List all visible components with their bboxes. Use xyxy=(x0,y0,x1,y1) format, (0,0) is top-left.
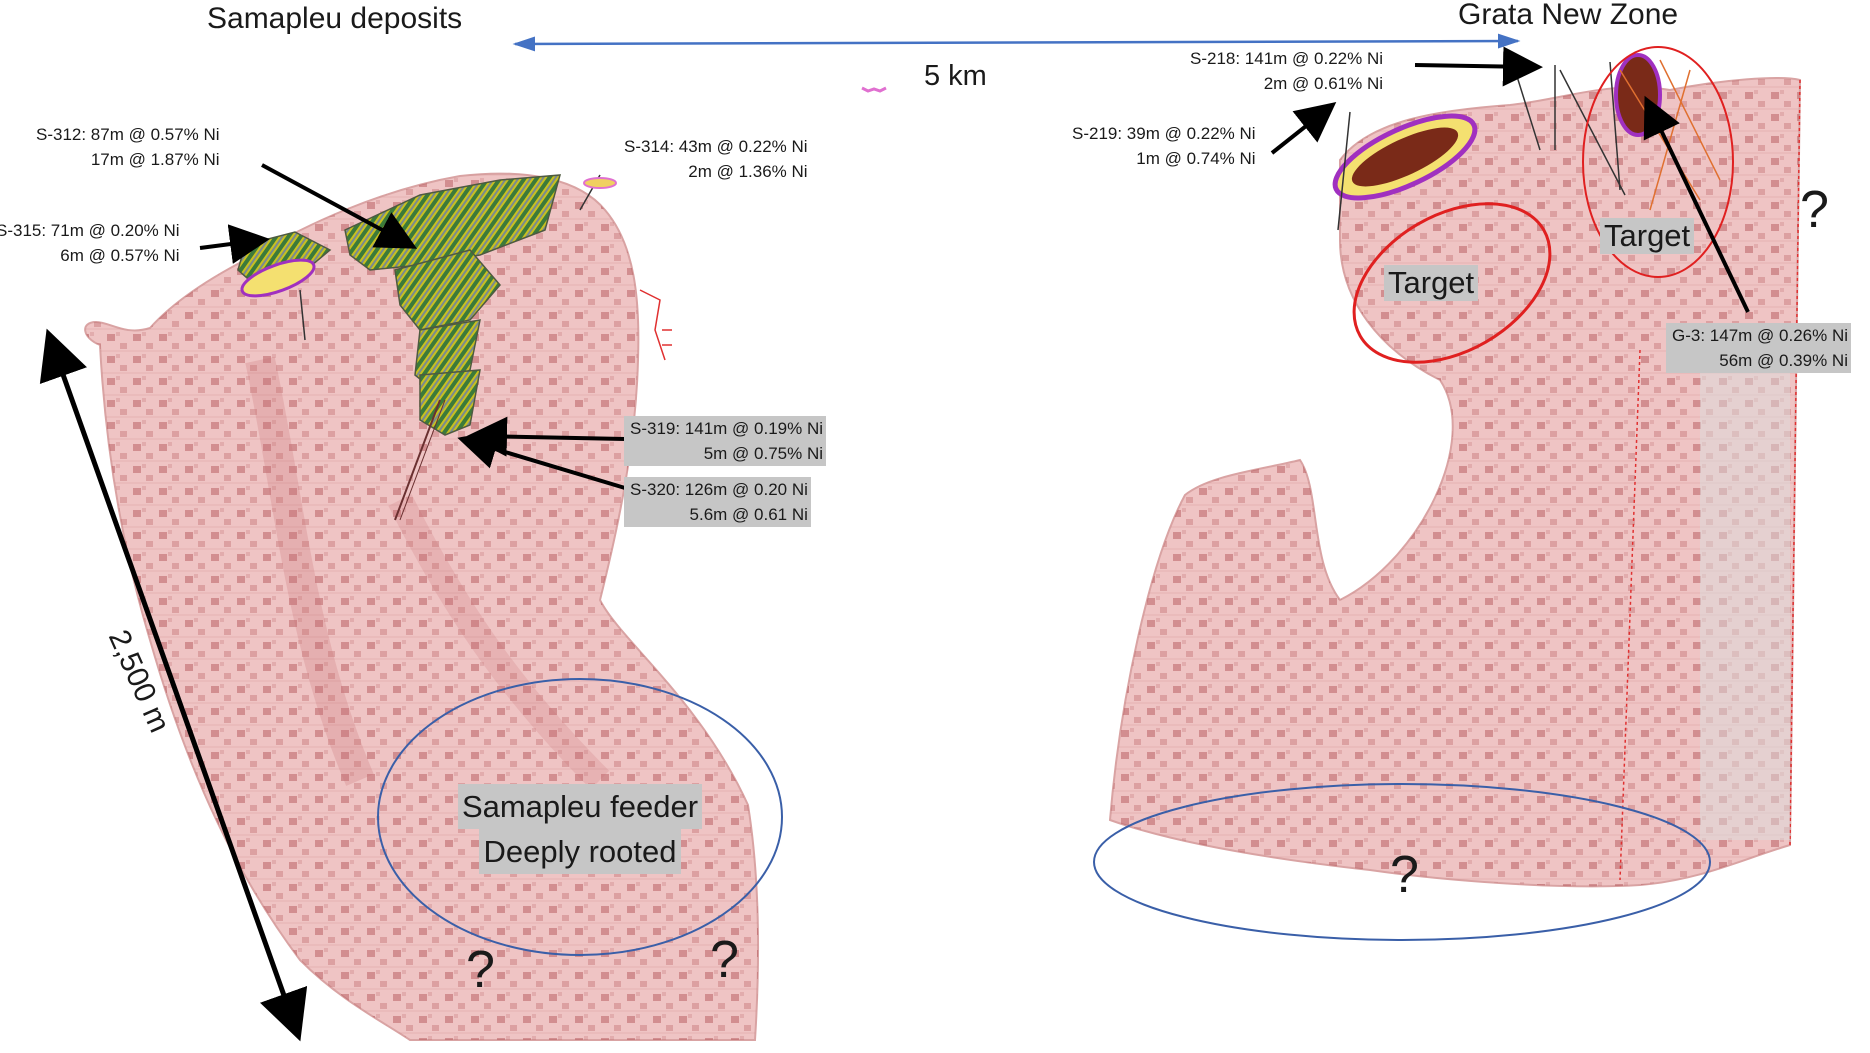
label-s320: S-320: 126m @ 0.20 Ni 5.6m @ 0.61 Ni xyxy=(624,477,811,527)
label-s315-line1: S-315: 71m @ 0.20% Ni xyxy=(0,218,180,243)
label-s315: S-315: 71m @ 0.20% Ni 6m @ 0.57% Ni xyxy=(0,218,180,268)
target-label-1: Target xyxy=(1384,265,1478,301)
label-s314-line1: S-314: 43m @ 0.22% Ni xyxy=(624,134,808,159)
title-grata: Grata New Zone xyxy=(1458,0,1678,32)
scale-label-horizontal: 5 km xyxy=(924,60,987,93)
feeder-label-line1: Samapleu feeder xyxy=(458,784,702,829)
label-g3-line2: 56m @ 0.39% Ni xyxy=(1666,348,1851,373)
label-s218: S-218: 141m @ 0.22% Ni 2m @ 0.61% Ni xyxy=(1190,46,1383,96)
label-s219: S-219: 39m @ 0.22% Ni 1m @ 0.74% Ni xyxy=(1072,121,1256,171)
scale-arrow-decor xyxy=(862,88,886,91)
label-s319-line2: 5m @ 0.75% Ni xyxy=(624,441,826,466)
question-mark-3: ? xyxy=(1390,845,1419,905)
label-s319-line1: S-319: 141m @ 0.19% Ni xyxy=(624,416,826,441)
grata-intrusion-body xyxy=(1110,78,1800,886)
question-mark-1: ? xyxy=(466,940,495,1000)
label-s315-line2: 6m @ 0.57% Ni xyxy=(0,243,180,268)
label-s219-line2: 1m @ 0.74% Ni xyxy=(1072,146,1256,171)
scale-arrow-horizontal xyxy=(515,41,1518,44)
question-mark-2: ? xyxy=(710,930,739,990)
title-samapleu: Samapleu deposits xyxy=(207,2,462,36)
label-s218-line2: 2m @ 0.61% Ni xyxy=(1190,71,1383,96)
label-g3: G-3: 147m @ 0.26% Ni 56m @ 0.39% Ni xyxy=(1666,323,1851,373)
label-s314-line2: 2m @ 1.36% Ni xyxy=(624,159,808,184)
label-g3-line1: G-3: 147m @ 0.26% Ni xyxy=(1666,323,1851,348)
label-s218-line1: S-218: 141m @ 0.22% Ni xyxy=(1190,46,1383,71)
label-s319: S-319: 141m @ 0.19% Ni 5m @ 0.75% Ni xyxy=(624,416,826,466)
label-s312-line1: S-312: 87m @ 0.57% Ni xyxy=(36,122,220,147)
feeder-label: Samapleu feeder Deeply rooted xyxy=(420,784,740,874)
label-s312: S-312: 87m @ 0.57% Ni 17m @ 1.87% Ni xyxy=(36,122,220,172)
label-s314: S-314: 43m @ 0.22% Ni 2m @ 1.36% Ni xyxy=(624,134,808,184)
label-s320-line2: 5.6m @ 0.61 Ni xyxy=(624,502,811,527)
label-s219-line1: S-219: 39m @ 0.22% Ni xyxy=(1072,121,1256,146)
feeder-label-line2: Deeply rooted xyxy=(479,829,680,874)
label-s320-line1: S-320: 126m @ 0.20 Ni xyxy=(624,477,811,502)
question-mark-4: ? xyxy=(1800,180,1829,240)
label-s312-line2: 17m @ 1.87% Ni xyxy=(36,147,220,172)
target-label-2: Target xyxy=(1600,218,1694,254)
